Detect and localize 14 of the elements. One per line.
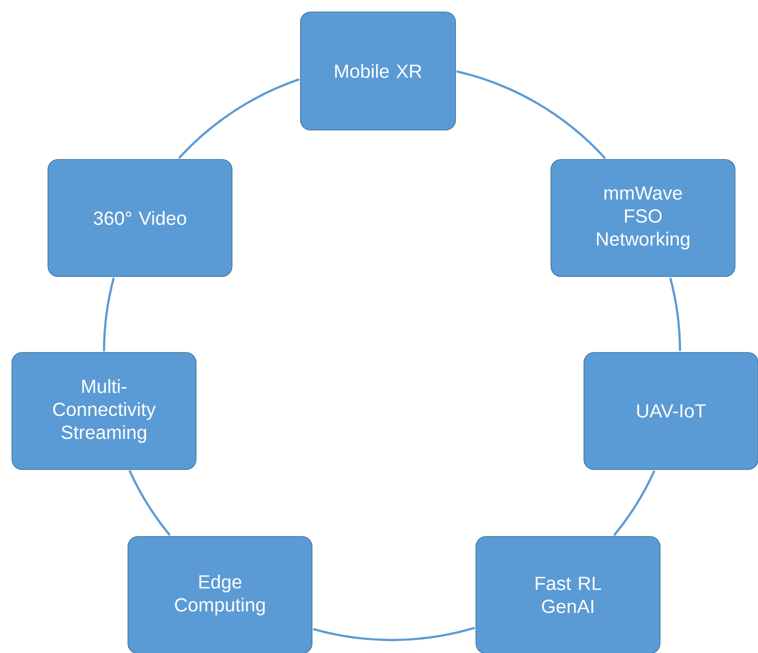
topic-box: Edge Computing	[128, 536, 312, 653]
ring-connector	[312, 626, 476, 642]
topic-box: UAV-IoT	[584, 352, 758, 470]
ring-connector	[178, 78, 300, 159]
ring-connector	[669, 278, 682, 351]
topic-box: Mobile XR	[300, 12, 456, 130]
topic-box: Fast RL GenAI	[476, 536, 660, 653]
ring-connector	[613, 470, 656, 536]
ring-connector	[102, 278, 115, 352]
ring-connector	[456, 70, 606, 160]
topic-box: mmWave FSO Networking	[550, 159, 736, 277]
topic-box: 360° Video	[48, 159, 232, 277]
topic-box: Multi- Connectivity Streaming	[12, 352, 196, 470]
ring-connector	[128, 470, 171, 536]
